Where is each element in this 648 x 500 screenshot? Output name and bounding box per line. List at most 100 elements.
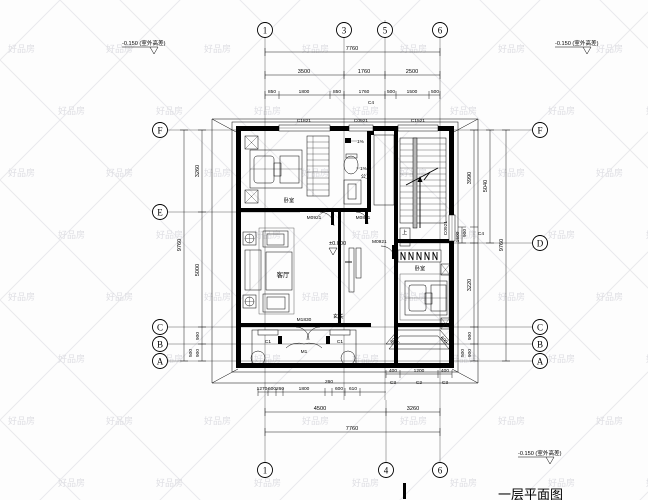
dim-bottom-600-b: 600 [335,386,343,392]
dim-porch-1200: 1200 [414,368,425,374]
porch-column-left [250,350,266,366]
door-tag-M0821: M0821 [356,215,371,221]
elevation-symbol-tr [582,46,592,55]
door-tag-M0921-b: M0921 [372,239,387,245]
axis-label-right-F: F [537,126,542,136]
porch-left: C1 C1 [250,329,357,366]
shower-inner [347,183,357,200]
axis-label-top-5: 5 [383,26,388,36]
door-tag-M0921-a: M0921 [307,215,322,221]
partition-bath-left [367,131,371,212]
axis-bubbles-bottom: 1 4 6 [257,462,448,478]
room-bedroom-lower: 卧室 [397,249,451,330]
dim-top-500-b: 500 [431,89,439,95]
dim-top-1760: 1760 [358,69,370,75]
axis-label-right-A: A [537,357,544,367]
dim-bottom-610: 610 [349,386,357,392]
drawing-title: 一层平面图 [498,488,563,500]
window-C1-right-glyph[interactable] [329,329,351,336]
elevation-note-top-right: -0.150 (室外高差) [555,39,599,55]
dim-bottom-1270: 1270 [257,386,268,392]
axis-label-left-F: F [157,126,162,136]
armchair-top-seat [266,233,285,246]
stair-break-line [405,167,439,186]
window-tag-C4-right: C4 [478,231,484,237]
room-label-entry-hall: 玄关 [333,312,343,320]
axis-label-left-B: B [157,340,163,350]
bath-floor-drain [345,138,351,143]
axis-label-top-3: 3 [342,26,347,36]
bed-upper-mattress-a [253,155,275,184]
dim-right-overall-label: 9760 [499,239,505,251]
axis-label-bottom-6: 6 [438,466,443,476]
top-dimension-chains: 7760 3500 1760 2500 850 18 [264,46,441,106]
window-tag-C2: C2 [416,380,422,386]
dim-top-overall-label: 7760 [346,46,358,52]
elevation-note-bottom-right: -0.150 (室外高差) [518,449,562,465]
hall-door-panel-b [355,247,362,279]
elevation-note-top-left: -0.150 (室外高差) [122,39,166,55]
dim-bottom-overall-label: 7760 [346,426,358,432]
stair-treads [400,143,446,217]
title-marker-bar [403,483,406,499]
right-dimension-chains: 3990 3220 900 900 500 1500 900 C4 5040 9… [455,129,510,362]
door-post-right [326,336,330,344]
window-tag-C3-a: C3 [390,380,396,386]
shower-tray [343,179,362,205]
dim-porch-400-a: 400 [389,368,397,374]
dim-top-850-a: 850 [268,89,276,95]
dim-top-850-b: 850 [333,89,341,95]
room-bedroom-upper: 卧室 [244,135,330,204]
dim-top-2500: 2500 [406,69,418,75]
window-right-C0921: C0921 [443,214,456,242]
dim-left-500: 500 [188,349,194,357]
elevation-label-bottom-right: -0.150 (室外高差) [518,449,562,457]
dim-bottom-260-a: 260 [276,386,284,392]
dim-top-1500: 1500 [407,89,418,95]
elevation-label-top-left: -0.150 (室外高差) [122,39,166,47]
door-leaf-M0921-a [331,211,334,225]
axis-label-bottom-4: 4 [384,466,389,476]
tv-unit [266,296,286,310]
room-label-bedroom-upper: 卧室 [284,196,294,204]
axis-label-left-E: E [157,208,163,218]
dim-right-900-b: 900 [467,349,473,357]
eave-corner-bl [211,368,239,384]
axis-bubbles-top: 1 3 5 6 [257,22,448,38]
window-tag-C1-left: C1 [265,339,271,345]
dim-left-3260: 3260 [195,165,201,177]
door-tag-M1: M1 [301,349,308,355]
axis-bubbles-right: F D C B A [532,122,548,369]
axis-label-right-D: D [537,239,544,249]
bottom-dimension-chains: 1270 600 260 1800 260 600 610 4500 3260 … [257,379,441,436]
elevation-label-top-right: -0.150 (室外高差) [555,39,599,47]
dim-bottom-1800: 1800 [299,386,310,392]
room-entry-hall: 玄关 ±0.000 [328,241,362,320]
room-label-bedroom-lower: 卧室 [415,264,425,272]
hall-door-panel-a [348,247,355,293]
partition-c-line-right [398,323,449,327]
dim-left-900-b: 900 [195,349,201,357]
dim-top-1800: 1800 [299,89,310,95]
window-C1-left-glyph[interactable] [257,329,279,336]
room-living: 客厅 [242,227,295,315]
dim-right-3220: 3220 [467,279,473,291]
dim-right-5040: 5040 [483,180,489,192]
bed-upper-mattress-b [279,155,300,184]
axis-label-top-6: 6 [438,26,443,36]
axis-label-right-B: B [537,340,543,350]
stair-up-label: 上 [402,228,407,236]
toilet-bowl [343,155,359,175]
wardrobe-upper-shelves [307,136,329,196]
partition-c-line-left [241,323,371,327]
window-tag-C1-right: C1 [337,339,343,345]
slope-label-1: 1% [357,139,365,145]
bath-inner-box [373,134,395,206]
partition-small [371,131,374,135]
dim-bottom-4500: 4500 [314,406,326,412]
partition-hall-left [338,212,341,323]
sofa-left [244,249,262,291]
dim-top-1760-b: 1760 [359,89,370,95]
